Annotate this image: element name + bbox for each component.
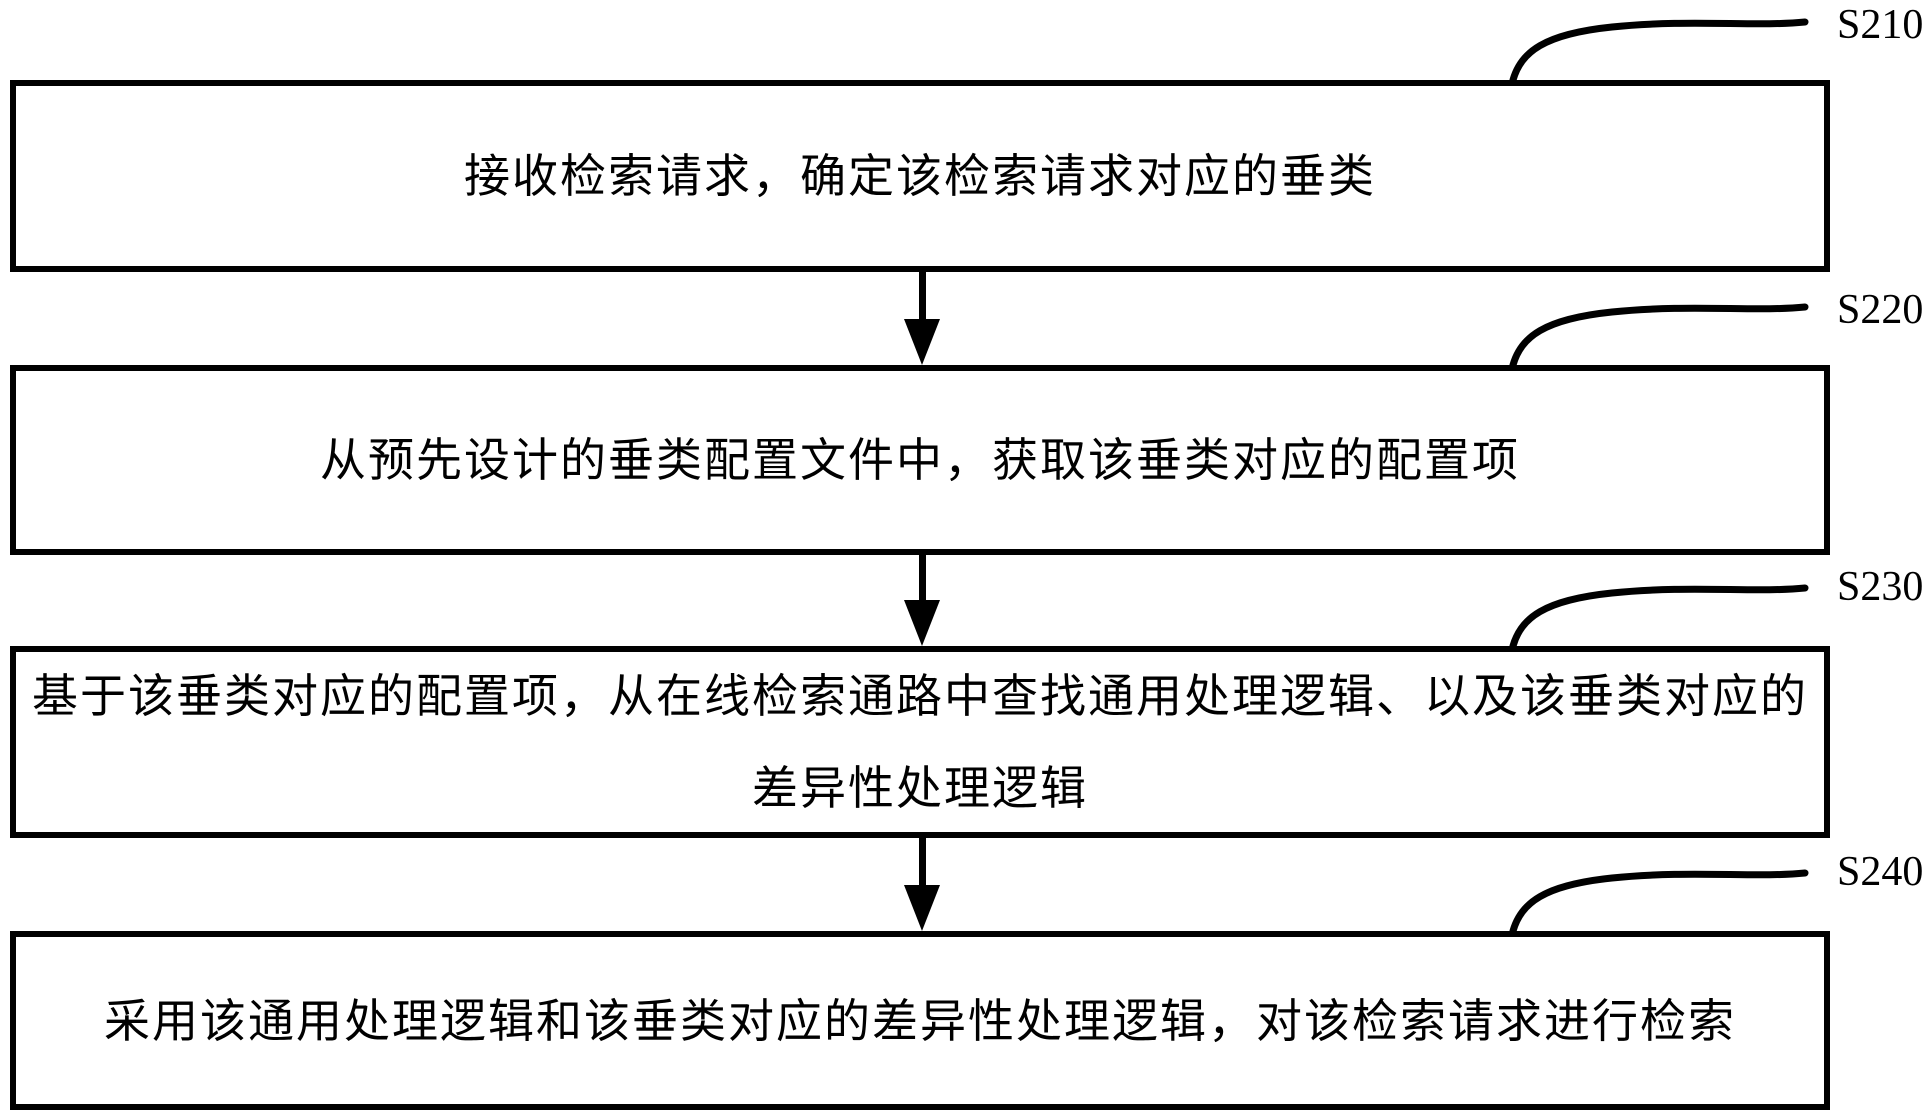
step-box-3: 基于该垂类对应的配置项，从在线检索通路中查找通用处理逻辑、以及该垂类对应的 差异…: [10, 646, 1830, 838]
arrow-shaft: [918, 555, 926, 600]
step-text: 采用该通用处理逻辑和该垂类对应的差异性处理逻辑，对该检索请求进行检索: [104, 993, 1736, 1048]
flow-arrow-down-1: [904, 272, 940, 365]
step-ref-label-s230: S230: [1837, 564, 1922, 610]
arrow-head-icon: [904, 885, 940, 931]
flow-arrow-down-2: [904, 555, 940, 646]
leader-curve-s210: [1509, 18, 1809, 82]
step-text: 基于该垂类对应的配置项，从在线检索通路中查找通用处理逻辑、以及该垂类对应的: [32, 669, 1808, 723]
arrow-head-icon: [904, 319, 940, 365]
step-text: 从预先设计的垂类配置文件中，获取该垂类对应的配置项: [320, 433, 1520, 487]
arrow-shaft: [918, 272, 926, 319]
leader-curve-s220: [1509, 303, 1809, 367]
step-box-1: 接收检索请求，确定该检索请求对应的垂类: [10, 80, 1830, 272]
arrow-head-icon: [904, 600, 940, 646]
leader-curve-s240: [1509, 869, 1809, 933]
step-ref-label-s220: S220: [1837, 287, 1922, 333]
leader-curve-s230: [1509, 584, 1809, 648]
step-box-2: 从预先设计的垂类配置文件中，获取该垂类对应的配置项: [10, 365, 1830, 555]
flow-arrow-down-3: [904, 838, 940, 931]
step-box-4: 采用该通用处理逻辑和该垂类对应的差异性处理逻辑，对该检索请求进行检索: [10, 931, 1830, 1110]
step-text: 接收检索请求，确定该检索请求对应的垂类: [464, 149, 1376, 203]
step-text: 差异性处理逻辑: [752, 761, 1088, 815]
arrow-shaft: [918, 838, 926, 885]
step-ref-label-s240: S240: [1837, 849, 1922, 895]
step-ref-label-s210: S210: [1837, 2, 1922, 48]
